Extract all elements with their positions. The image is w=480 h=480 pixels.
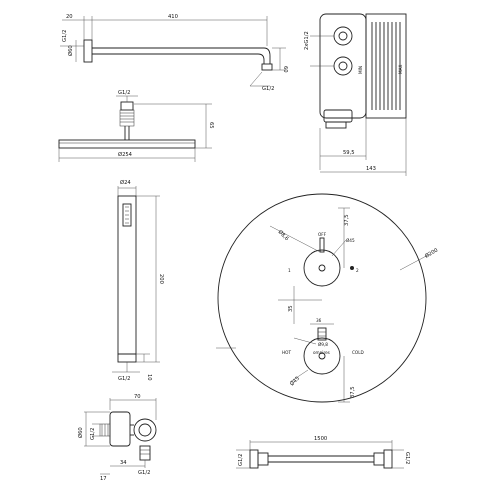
hose-thread-right-label: G1/2 — [404, 452, 410, 464]
hand-thread-label: G1/2 — [118, 376, 130, 382]
arm-wall-flange — [83, 39, 93, 63]
head-plate — [58, 139, 196, 149]
arm-outlet-thread-label: G1/2 — [262, 86, 274, 92]
arm-thread-label: G1/2 — [62, 30, 68, 42]
elbow-outlet-label: G1/2 — [138, 470, 150, 476]
elbow-offset-label: 34 — [120, 460, 127, 466]
body-depth-min-label: 59,5 — [343, 150, 355, 156]
plate-diameter-label: Ø200 — [424, 247, 440, 260]
hand-shower-nozzles — [122, 203, 132, 227]
arm-bend-inner — [257, 53, 265, 64]
body-max-label: MAX — [398, 65, 403, 74]
lower-lever — [317, 327, 327, 341]
hand-shower-holes — [125, 206, 129, 224]
upper-lever — [319, 237, 325, 253]
valve-plate-drawing: OFF 1 2 HOT COLD omnires Ø200 Ø8,6 Ø45 3… — [216, 193, 440, 403]
position-1-label: 1 — [288, 268, 291, 273]
hand-shower-drawing: Ø24 200 10 G1/2 — [112, 179, 164, 382]
body-min-label: MIN — [358, 66, 363, 74]
elbow-width-label: 70 — [134, 394, 141, 400]
body-depth-total-label: 143 — [366, 166, 376, 172]
hose-thread-left-label: G1/2 — [238, 454, 244, 466]
arm-drop-label: 60 — [282, 66, 288, 73]
body-thread-label: 2xG1/2 — [304, 31, 310, 50]
lower-knob-dia-label: Ø9,8 — [318, 342, 328, 347]
body-foot-left — [323, 109, 353, 123]
position-2-label: 2 — [356, 268, 359, 273]
off-label: OFF — [318, 232, 327, 237]
head-nut — [120, 101, 134, 111]
lower-knob-size-label: Ø45 — [288, 375, 301, 388]
elbow-diameter-label: Ø60 — [77, 427, 84, 438]
cold-label: COLD — [352, 350, 364, 355]
lower-knob — [303, 337, 341, 375]
hand-length-label: 200 — [158, 274, 164, 284]
body-port-bottom — [333, 56, 353, 76]
head-thread-label: G1/2 — [118, 90, 130, 96]
elbow-flange — [109, 411, 131, 447]
hot-label: HOT — [282, 350, 291, 355]
body-port-top — [333, 26, 353, 46]
dim-36-label: 36 — [316, 318, 322, 323]
elbow-thread-label: G1/2 — [90, 428, 96, 440]
wall-elbow-drawing: 70 Ø60 G1/2 34 17 G1/2 — [77, 394, 157, 480]
head-ball-joint — [119, 109, 135, 127]
upper-knob-size-label: Ø45 — [346, 238, 355, 243]
arm-outlet-nut — [261, 63, 273, 71]
shower-arm-drawing: 20 410 Ø60 G1/2 60 G1/2 — [60, 14, 288, 92]
upper-knob-dia-label: Ø8,6 — [277, 228, 291, 242]
arm-diameter-label: Ø60 — [67, 45, 74, 56]
valve-plate-circle — [217, 193, 427, 403]
hose-drawing: 1500 G1/2 G1/2 — [236, 436, 410, 469]
arm-offset-label: 20 — [66, 14, 73, 20]
arm-bend-outer — [263, 47, 271, 64]
lower-dim-37-label: 37,5 — [350, 386, 356, 398]
hand-shower-thread — [117, 353, 137, 363]
elbow-holder — [133, 418, 157, 442]
body-ribs — [371, 22, 401, 110]
shower-head-drawing: G1/2 65 Ø254 — [58, 90, 214, 162]
hose-nut-left — [249, 449, 259, 469]
upper-dim-37-label: 37,5 — [344, 214, 350, 226]
hand-shower-body — [117, 195, 137, 355]
elbow-outlet — [139, 445, 151, 461]
hand-diameter-label: Ø24 — [120, 179, 131, 186]
elbow-depth-label: 17 — [100, 476, 107, 480]
head-height-label: 65 — [208, 122, 214, 129]
concealed-body-drawing: MIN MAX 2xG1/2 59,5 143 — [304, 13, 407, 176]
brand-label: omnires — [313, 350, 330, 355]
arm-width-label: 410 — [168, 14, 178, 20]
hose-ferrule-left — [257, 452, 269, 466]
hose-nut-right — [383, 449, 393, 469]
hose-length-label: 1500 — [314, 436, 327, 442]
head-diameter-label: Ø254 — [118, 151, 133, 158]
hose-ferrule-right — [373, 452, 385, 466]
dim-35-label: 35 — [288, 305, 294, 312]
hand-bottom-label: 10 — [146, 374, 152, 381]
upper-knob — [303, 249, 341, 287]
